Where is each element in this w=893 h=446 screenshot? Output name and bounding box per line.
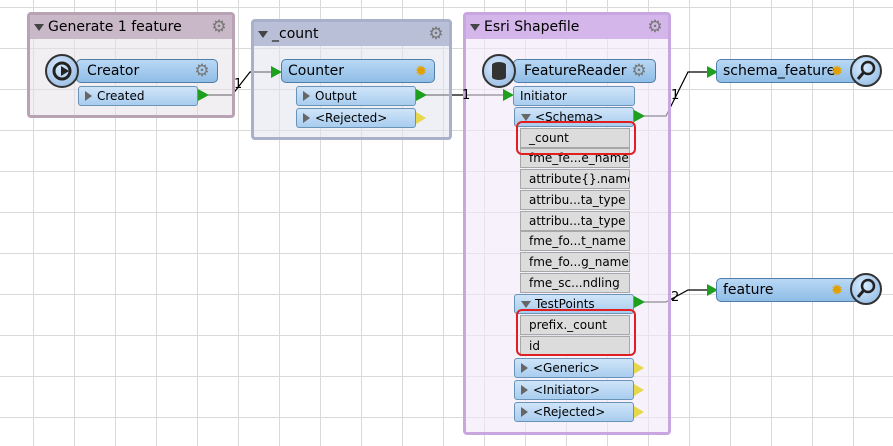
attribute-label: id <box>529 339 540 353</box>
bookmark-header[interactable]: Esri Shapefile <box>466 15 668 39</box>
output-port-rejected[interactable]: <Rejected> <box>296 108 416 128</box>
connection-count-label: 1 <box>462 88 471 103</box>
transformer-name: Creator <box>87 63 140 79</box>
attribute-item[interactable]: _count <box>520 128 630 148</box>
expand-triangle-icon[interactable] <box>521 407 528 417</box>
output-connector-icon[interactable] <box>634 110 645 122</box>
attribute-label: attribu...ta_type <box>529 214 626 228</box>
creator-transformer[interactable]: Creator <box>76 59 218 83</box>
input-connector-icon[interactable] <box>707 66 718 78</box>
attribute-item[interactable]: fme_fo...t_name <box>520 231 630 251</box>
attribute-label: attribute{}.name <box>529 172 630 186</box>
attribute-label: fme_fo...g_name <box>529 255 629 269</box>
gear-icon[interactable]: ⚙ <box>211 17 227 37</box>
attribute-label: fme_fo...t_name <box>529 234 626 248</box>
port-label: <Rejected> <box>315 111 388 125</box>
database-icon[interactable] <box>482 54 516 88</box>
featurereader-transformer[interactable]: FeatureReader <box>513 59 656 83</box>
output-port-initiator[interactable]: <Initiator> <box>514 380 634 400</box>
expand-triangle-icon[interactable] <box>303 113 310 123</box>
attribute-item[interactable]: fme_fo...g_name <box>520 252 630 272</box>
settings-sun-icon[interactable]: ✹ <box>830 281 844 299</box>
output-port-created[interactable]: Created <box>78 86 198 106</box>
bookmark-header[interactable]: _count <box>254 22 449 46</box>
output-port-rejected[interactable]: <Rejected> <box>514 402 634 422</box>
attribute-item[interactable]: fme_sc...ndling <box>520 273 630 293</box>
input-connector-icon[interactable] <box>503 89 514 101</box>
output-connector-icon[interactable] <box>634 296 645 308</box>
attribute-item[interactable]: attribu...ta_type <box>520 211 630 231</box>
attribute-label: fme_sc...ndling <box>529 276 620 290</box>
connection-count-label: 2 <box>671 290 680 305</box>
port-label: <Schema> <box>535 110 604 124</box>
output-connector-icon[interactable] <box>416 89 427 101</box>
attribute-item[interactable]: prefix._count <box>520 315 630 335</box>
expand-triangle-icon[interactable] <box>85 91 92 101</box>
settings-sun-icon[interactable]: ✹ <box>830 62 844 80</box>
attribute-label: prefix._count <box>529 318 607 332</box>
expand-triangle-icon[interactable] <box>521 385 528 395</box>
output-port-generic[interactable]: <Generic> <box>514 358 634 378</box>
attribute-label: attribu...ta_type <box>529 193 626 207</box>
port-label: TestPoints <box>535 297 595 311</box>
gear-icon[interactable]: ⚙ <box>194 61 210 81</box>
port-label: <Rejected> <box>533 405 606 419</box>
settings-sun-icon[interactable]: ✹ <box>414 62 428 80</box>
bookmark-title: _count <box>272 26 319 42</box>
output-port-output[interactable]: Output <box>296 86 416 106</box>
attribute-item[interactable]: attribute{}.name <box>520 169 630 189</box>
port-label: <Generic> <box>533 361 600 375</box>
collapse-triangle-icon[interactable] <box>470 23 480 31</box>
inspector-feature[interactable]: feature <box>716 278 866 302</box>
initiator-output-icon[interactable] <box>634 384 644 396</box>
input-connector-icon[interactable] <box>707 284 718 296</box>
port-label: Created <box>97 89 145 103</box>
port-label: Output <box>315 89 357 103</box>
port-label: Initiator <box>520 89 567 103</box>
inspector-magnifier-icon[interactable] <box>850 273 882 305</box>
collapse-triangle-icon[interactable] <box>521 300 531 308</box>
gear-icon[interactable]: ⚙ <box>428 24 444 44</box>
inspector-schema-feature[interactable]: schema_feature <box>716 59 866 83</box>
bookmark-title: Generate 1 feature <box>48 19 182 35</box>
attribute-label: _count <box>529 131 569 145</box>
collapse-triangle-icon[interactable] <box>258 30 268 38</box>
bookmark-header[interactable]: Generate 1 feature <box>30 15 232 39</box>
generic-output-icon[interactable] <box>634 362 644 374</box>
creator-icon[interactable] <box>45 54 79 88</box>
inspector-name: feature <box>723 282 774 298</box>
highlight-box-prefix-count <box>516 309 636 356</box>
output-connector-icon[interactable] <box>198 89 209 101</box>
transformer-name: Counter <box>288 63 344 79</box>
expand-triangle-icon[interactable] <box>521 363 528 373</box>
port-label: <Initiator> <box>533 383 600 397</box>
rejected-output-icon[interactable] <box>634 406 644 418</box>
inspector-name: schema_feature <box>723 63 836 79</box>
connection-count-label: 1 <box>234 77 243 92</box>
collapse-triangle-icon[interactable] <box>521 113 531 121</box>
gear-icon[interactable]: ⚙ <box>647 17 663 37</box>
expand-triangle-icon[interactable] <box>303 91 310 101</box>
bookmark-title: Esri Shapefile <box>484 19 580 35</box>
highlight-box-schema-count <box>516 121 636 155</box>
input-port-initiator[interactable]: Initiator <box>513 86 635 106</box>
collapse-triangle-icon[interactable] <box>34 23 44 31</box>
counter-transformer[interactable]: Counter <box>281 59 435 83</box>
connection-count-label: 1 <box>671 88 680 103</box>
gear-icon[interactable]: ⚙ <box>631 61 647 81</box>
transformer-name: FeatureReader <box>524 63 627 79</box>
inspector-magnifier-icon[interactable] <box>850 55 882 87</box>
attribute-item[interactable]: attribu...ta_type <box>520 190 630 210</box>
input-connector-icon[interactable] <box>271 66 282 78</box>
rejected-output-icon[interactable] <box>416 112 426 124</box>
